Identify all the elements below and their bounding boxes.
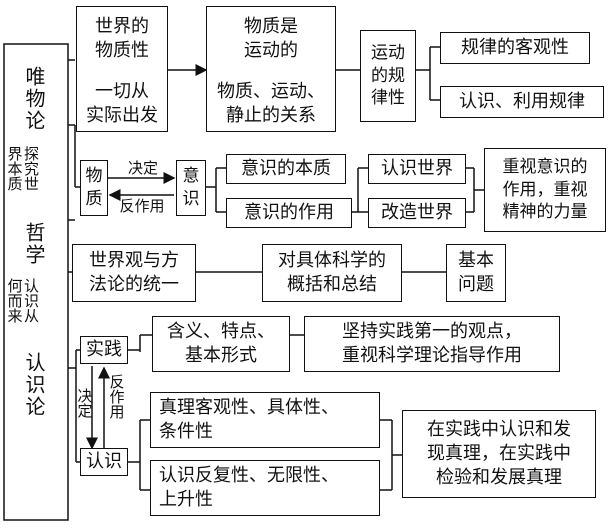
- knowledge-nature-box: 认识反复性、无限性、 上升性: [150, 460, 380, 516]
- law-objective-box: 规律的客观性: [440, 32, 590, 64]
- practice-meaning-box: 含义、特点、 基本形式: [152, 316, 290, 372]
- from-reality-text: 一切从 实际出发: [86, 80, 158, 126]
- philosophy-label: 哲学: [22, 222, 46, 266]
- consciousness-role-box: 意识的作用: [226, 198, 352, 228]
- practice-decides-label: 决定: [75, 388, 94, 418]
- transform-world-box: 改造世界: [368, 198, 466, 228]
- world-material-box: 世界的 物质性 一切从 实际出发: [76, 6, 168, 132]
- science-summary-box: 对具体科学的 概括和总结: [262, 244, 402, 302]
- worldview-methodology-box: 世界观与方 法论的统一: [72, 244, 196, 302]
- matter-moving-text: 物质是 运动的: [244, 16, 298, 62]
- practice-box: 实践: [80, 336, 128, 364]
- world-material-text: 世界的 物质性: [95, 16, 149, 62]
- epistemology-label: 认识论: [22, 352, 46, 418]
- know-world-box: 认识世界: [368, 154, 466, 184]
- basic-question-box: 基本 问题: [446, 244, 506, 302]
- know-use-law-box: 认识、利用规律: [440, 86, 604, 118]
- materialism-label: 唯物论: [22, 66, 46, 132]
- matter-motion-rest-text: 物质、运动、 静止的关系: [217, 80, 325, 126]
- knowledge-box: 认识: [80, 448, 128, 476]
- consciousness-box: 意 识: [176, 160, 206, 216]
- decides-label: 决定: [127, 159, 158, 177]
- practice-first-box: 坚持实践第一的观点， 重视科学理论指导作用: [304, 316, 560, 372]
- matter-box: 物 质: [80, 160, 108, 216]
- consciousness-nature-box: 意识的本质: [226, 154, 346, 184]
- explore-world-essence-label: 探究世界本质: [5, 146, 41, 191]
- discover-truth-box: 在实践中认识和发 现真理，在实践中 检验和发展真理: [402, 410, 596, 498]
- matter-moving-box: 物质是 运动的 物质、运动、 静止的关系: [206, 6, 336, 132]
- reacts-label: 反作用: [119, 197, 165, 215]
- truth-nature-box: 真理客观性、具体性、 条件性: [150, 392, 380, 448]
- motion-law-box: 运动 的规 律性: [360, 30, 416, 122]
- value-consciousness-box: 重视意识的 作用，重视 精神的力量: [484, 148, 606, 232]
- practice-reacts-label: 反作用: [107, 374, 126, 419]
- where-from-label: 认识从何而来: [5, 278, 41, 323]
